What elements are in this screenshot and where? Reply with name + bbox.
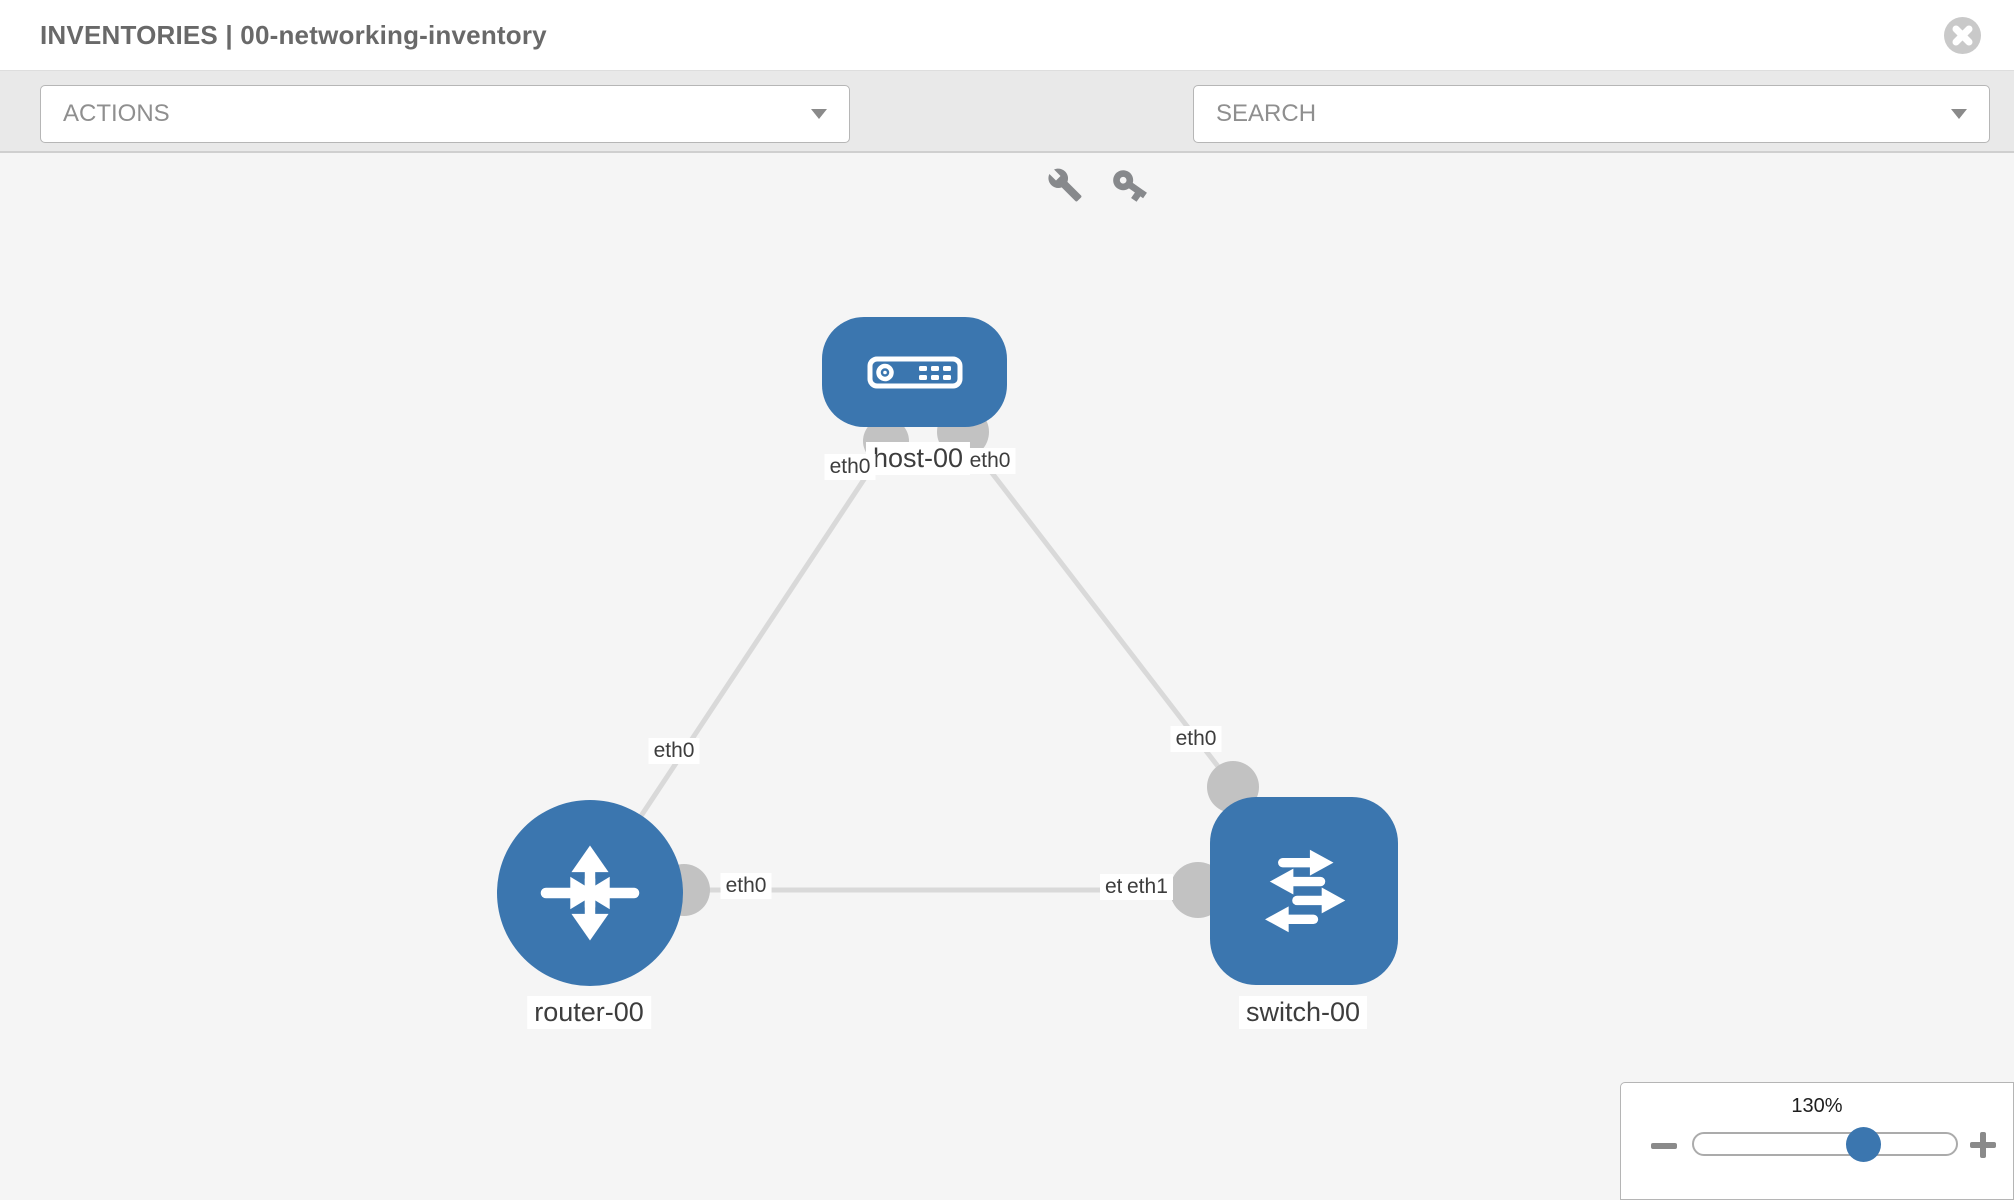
router-icon [540,845,640,941]
zoom-control-panel: 130% [1620,1082,2014,1200]
zoom-in-button[interactable] [1969,1131,1997,1164]
node-label-router: router-00 [527,996,651,1029]
search-placeholder: SEARCH [1216,100,1317,127]
close-button[interactable] [1944,17,1981,54]
header-bar: INVENTORIES | 00-networking-inventory [0,0,2014,70]
toolbar: ACTIONS SEARCH [0,70,2014,202]
node-router-00[interactable] [497,800,683,986]
node-label-host: host-00 [865,442,971,475]
interface-label: eth0 [720,873,772,899]
chevron-down-icon [1951,109,1967,119]
link-lines [587,423,1250,895]
credentials-button[interactable] [1110,165,1150,210]
host-server-icon [867,356,962,388]
node-switch-00[interactable] [1210,797,1398,985]
interface-label: eth0 [964,448,1016,474]
zoom-slider-track[interactable] [1692,1132,1958,1156]
zoom-out-button[interactable] [1649,1139,1679,1157]
wrench-icon [1048,168,1082,202]
actions-dropdown[interactable]: ACTIONS [40,85,850,143]
search-dropdown[interactable]: SEARCH [1193,85,1990,143]
actions-dropdown-label: ACTIONS [63,100,170,127]
page-title: INVENTORIES | 00-networking-inventory [40,19,547,50]
interface-label: eth0 [824,454,876,480]
interface-label: eth0 [648,738,700,764]
node-host-00[interactable] [822,317,1007,427]
interface-label: eth0 [1170,726,1222,752]
minus-icon [1651,1143,1677,1149]
close-icon [1952,25,1973,46]
interface-circles [658,406,1259,918]
zoom-slider-thumb[interactable] [1846,1127,1881,1162]
switch-icon [1265,849,1346,933]
node-label-switch: switch-00 [1238,996,1368,1029]
plus-icon [1970,1132,1996,1158]
tools-button[interactable] [1047,167,1083,208]
key-icon [1113,170,1147,202]
chevron-down-icon [811,109,827,119]
interface-label: eth1 [1122,874,1173,900]
zoom-level-text: 130% [1791,1095,1843,1117]
